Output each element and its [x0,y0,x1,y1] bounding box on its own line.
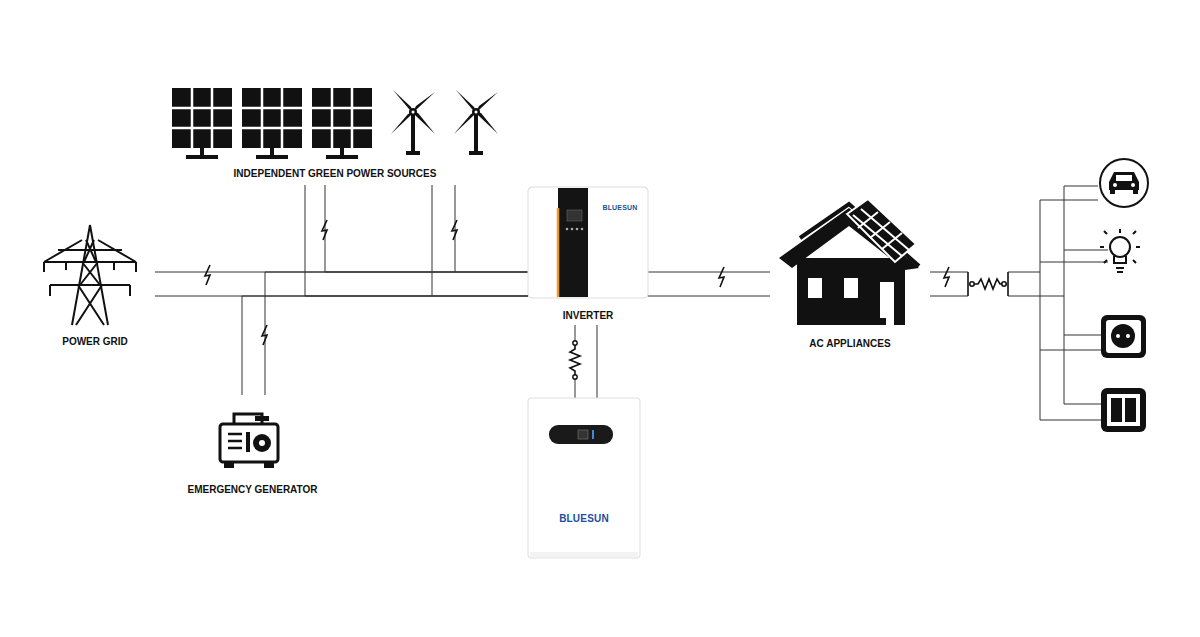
power-link [242,272,528,395]
wire [242,296,528,395]
brand-logo: BLUESUN [559,513,609,525]
generator-icon [220,414,278,468]
power-flow-mark [205,265,210,285]
bulb-icon [1100,229,1140,272]
generator-node: EMERGENCY GENERATOR [180,395,325,497]
power-flow-mark [944,267,949,287]
solar-panel [172,88,232,159]
solar-panel [242,88,302,159]
house-icon [779,199,919,325]
power-flow-mark [452,220,457,240]
wind-turbine [391,90,435,155]
source-group: INDEPENDENT GREEN POWER SOURCES [165,85,505,185]
power-link [648,272,770,296]
wire [265,272,528,395]
node-label: POWER GRID [62,336,128,348]
wire [597,325,598,398]
battery-node: BLUESUN [528,398,640,558]
switch-icon [1101,388,1146,432]
wire [432,185,433,296]
resistor-symbol [968,272,1008,296]
inverter-node: BLUESUN INVERTER [528,187,648,325]
appliance-wiring [930,186,1108,420]
house-node: AC APPLIANCES [770,200,930,352]
node-label: INDEPENDENT GREEN POWER SOURCES [234,168,437,180]
wire [325,185,528,272]
power-pylon [44,225,136,325]
solar-panel [312,88,372,159]
node-label: EMERGENCY GENERATOR [187,484,317,496]
power-flow-mark [262,325,267,345]
power-link [155,272,528,296]
grid-node: POWER GRID [35,220,155,350]
wire [305,185,528,296]
inverter-device [528,187,648,298]
node-label: INVERTER [563,310,614,322]
socket-icon [1101,315,1146,358]
car-icon [1100,159,1148,207]
wire [648,296,770,297]
power-link [305,185,528,296]
power-flow-mark [322,220,327,240]
wire [648,272,770,273]
wire [455,185,456,272]
wind-turbine [454,90,498,155]
power-flow-mark [719,267,724,287]
node-label: AC APPLIANCES [809,338,890,350]
resistor-symbol [569,341,581,379]
battery-device [528,398,640,558]
brand-logo: BLUESUN [602,203,637,212]
